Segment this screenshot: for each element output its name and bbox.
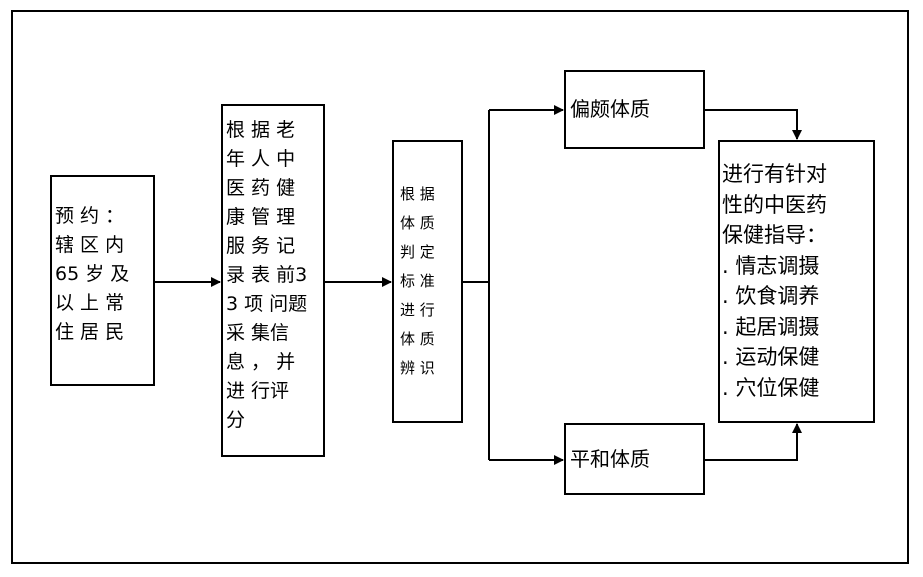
appointment-text: 预 约 ： 辖 区 内 65 岁 及 以 上 常 住 居 民	[55, 205, 130, 343]
biased-constitution-text: 偏颇体质	[570, 97, 650, 121]
balanced-constitution-text: 平和体质	[570, 447, 650, 471]
health-guidance-box	[718, 140, 875, 423]
balanced-constitution-box	[564, 423, 705, 495]
diagram-frame	[11, 10, 909, 564]
collect-info-box	[221, 104, 325, 457]
arrow-balanced-to-guidance	[705, 423, 802, 461]
collect-info-text: 根 据 老 年 人 中 医 药 健 康 管 理 服 务 记 录 表 前3 3 项…	[226, 119, 308, 431]
biased-constitution-box	[564, 70, 705, 149]
identify-text: 根 据 体 质 判 定 标 准 进 行 体 质 辨 识	[400, 185, 435, 377]
arrow-biased-to-guidance	[705, 109, 802, 140]
appointment-box	[50, 175, 155, 386]
identify-box	[392, 140, 463, 423]
health-guidance-text: 进行有针对 性的中医药 保健指导： . 情志调摄 . 饮食调养 . 起居调摄 .…	[722, 162, 827, 400]
